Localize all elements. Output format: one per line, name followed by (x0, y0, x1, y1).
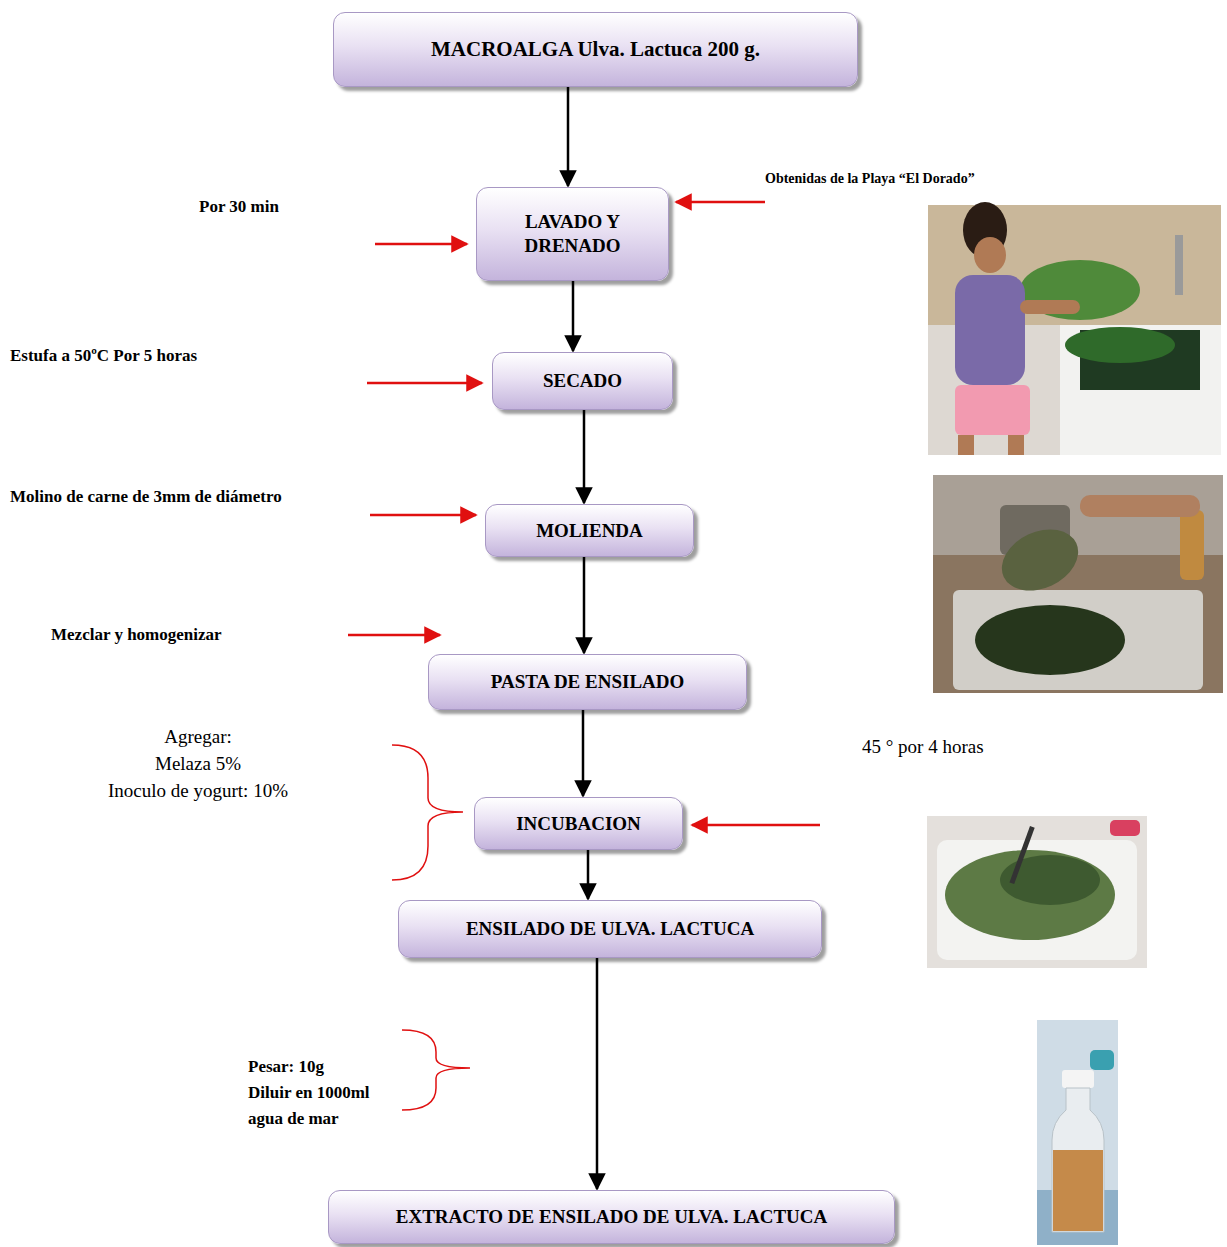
flow-arrow (587, 850, 590, 899)
box-text: ENSILADO DE ULVA. LACTUCA (466, 917, 754, 941)
annotation-label: Melaza 5% (48, 752, 348, 776)
photo-washing (928, 202, 1221, 455)
flow-arrow (572, 281, 575, 351)
process-box: MACROALGA Ulva. Lactuca 200 g. (333, 12, 858, 87)
photo-incubation (927, 816, 1147, 968)
leader-arrow (370, 514, 476, 517)
annotation-label: agua de mar (248, 1108, 339, 1129)
brace (402, 1030, 470, 1110)
leader-arrow (367, 382, 482, 385)
process-box: PASTA DE ENSILADO (428, 654, 747, 710)
box-text: PASTA DE ENSILADO (491, 670, 685, 694)
annotation-label: 45 ° por 4 horas (862, 735, 984, 759)
photo-bottle (1037, 1020, 1118, 1245)
process-box: MOLIENDA (485, 504, 694, 557)
flow-arrow (583, 410, 586, 503)
box-text: LAVADO Y DRENADO (489, 210, 656, 258)
annotation-label: Pesar: 10g (248, 1056, 324, 1077)
annotation-label: Agregar: (48, 725, 348, 749)
box-text: MACROALGA Ulva. Lactuca 200 g. (431, 36, 760, 62)
leader-arrow (676, 201, 765, 204)
process-box: LAVADO Y DRENADO (476, 187, 669, 281)
annotation-label: Mezclar y homogenizar (51, 624, 222, 645)
leader-arrow (348, 634, 440, 637)
annotation-label: Inoculo de yogurt: 10% (48, 779, 348, 803)
brace (392, 745, 463, 880)
leader-arrow (692, 824, 820, 827)
flow-arrow (596, 958, 599, 1189)
process-box: INCUBACION (474, 797, 683, 850)
flow-arrow (582, 710, 585, 796)
annotation-label: Molino de carne de 3mm de diámetro (10, 486, 310, 507)
box-text: SECADO (543, 369, 622, 393)
annotation-label: Diluir en 1000ml (248, 1082, 370, 1103)
flow-arrow (583, 557, 586, 653)
annotation-label: Estufa a 50ºC Por 5 horas (10, 345, 197, 366)
annotation-label: Obtenidas de la Playa “El Dorado” (765, 170, 975, 188)
process-box: ENSILADO DE ULVA. LACTUCA (398, 900, 822, 958)
annotation-label: Por 30 min (199, 196, 279, 217)
flow-arrow (567, 87, 570, 186)
leader-arrow (375, 243, 467, 246)
photo-grinding (933, 475, 1223, 693)
box-text: EXTRACTO DE ENSILADO DE ULVA. LACTUCA (396, 1205, 827, 1229)
box-text: MOLIENDA (536, 519, 643, 543)
process-box: EXTRACTO DE ENSILADO DE ULVA. LACTUCA (328, 1190, 895, 1244)
box-text: INCUBACION (516, 812, 641, 836)
process-box: SECADO (492, 352, 673, 410)
